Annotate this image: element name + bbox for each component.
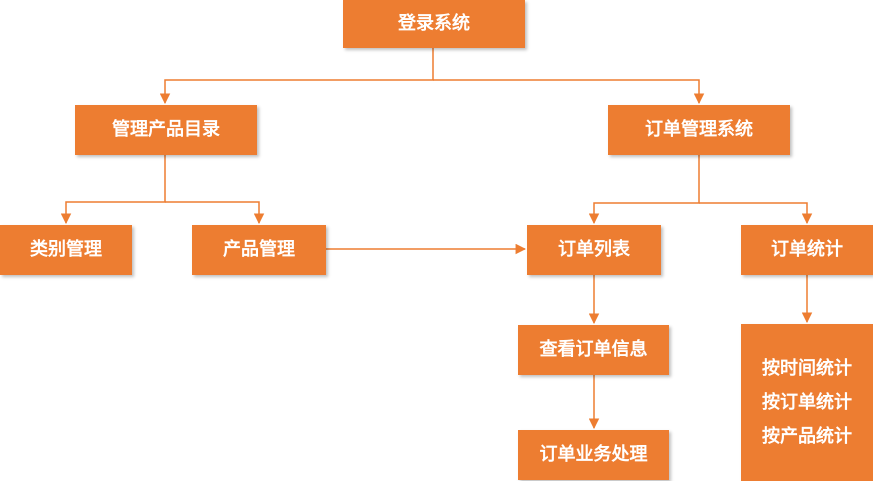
- stats-by-product-label: 按产品统计: [762, 425, 852, 447]
- node-order-list: 订单列表: [527, 225, 661, 275]
- node-login-system-label: 登录系统: [398, 13, 470, 34]
- edge-login-orders: [433, 79, 705, 105]
- edge-catalog-category: [60, 155, 166, 225]
- node-category-management: 类别管理: [0, 225, 132, 275]
- node-order-list-label: 订单列表: [558, 239, 630, 260]
- node-order-management-system-label: 订单管理系统: [645, 119, 753, 140]
- node-order-statistics-label: 订单统计: [771, 239, 843, 260]
- edge-catalog-product: [165, 201, 265, 225]
- edge-orders-stats: [699, 202, 813, 225]
- node-order-processing: 订单业务处理: [518, 430, 669, 480]
- node-product-management-label: 产品管理: [223, 239, 295, 260]
- stats-by-order-label: 按订单统计: [762, 391, 852, 413]
- stats-by-time-label: 按时间统计: [762, 357, 852, 379]
- edge-orders-orderlist: [588, 155, 700, 225]
- edge-login-catalog: [159, 48, 434, 105]
- node-statistics-breakdown: 按时间统计 按订单统计 按产品统计: [741, 324, 873, 481]
- node-order-processing-label: 订单业务处理: [539, 444, 648, 465]
- node-manage-product-catalog-label: 管理产品目录: [112, 119, 220, 140]
- node-product-management: 产品管理: [192, 225, 326, 275]
- node-order-management-system: 订单管理系统: [608, 105, 790, 155]
- node-view-order-info: 查看订单信息: [518, 325, 669, 375]
- node-view-order-info-label: 查看订单信息: [539, 339, 648, 360]
- node-login-system: 登录系统: [343, 0, 525, 48]
- node-order-statistics: 订单统计: [741, 225, 873, 275]
- node-category-management-label: 类别管理: [30, 239, 102, 260]
- node-manage-product-catalog: 管理产品目录: [75, 105, 257, 155]
